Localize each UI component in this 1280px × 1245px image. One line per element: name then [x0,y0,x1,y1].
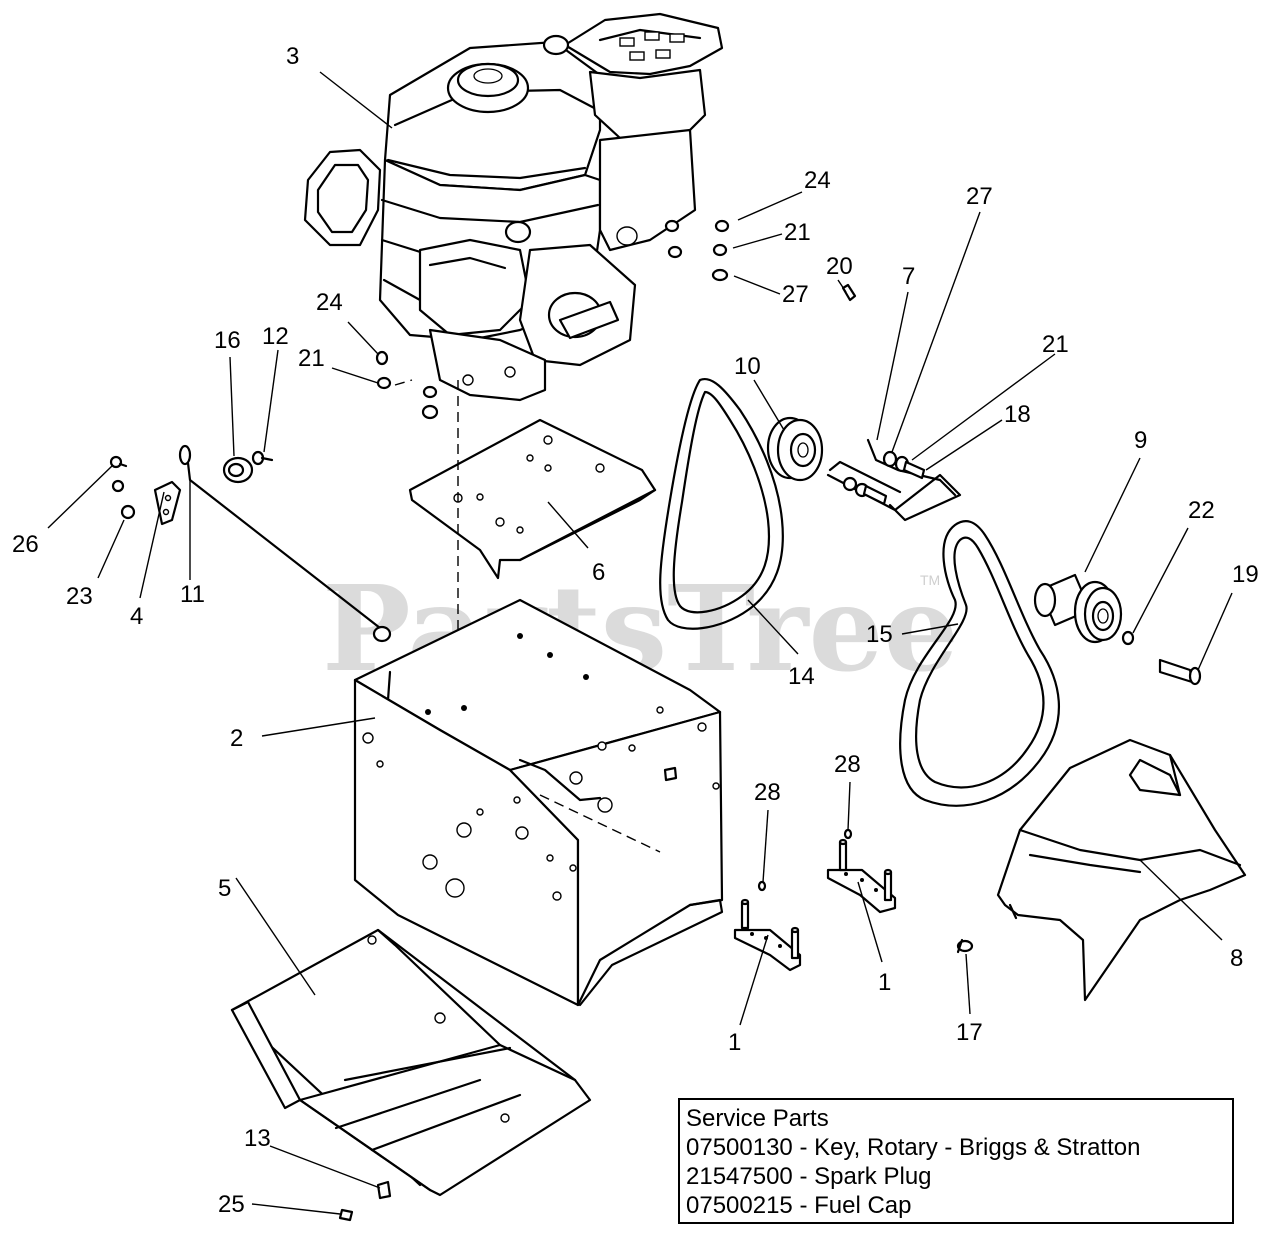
service-parts-title: Service Parts [686,1105,829,1132]
callout-22: 22 [1188,497,1215,524]
callout-8: 8 [1230,945,1243,972]
engine-mount-plate-6 [408,418,657,580]
belt-14 [659,377,784,630]
callout-11: 11 [180,581,205,608]
pulley-9 [1033,573,1123,644]
belt-15 [899,520,1060,807]
callout-15: 15 [866,621,893,648]
callout-10: 10 [734,353,761,380]
frame-housing-2 [353,598,724,1007]
callout-26: 26 [12,531,39,558]
callout-13: 13 [244,1125,271,1152]
callout-16: 16 [214,327,241,354]
callout-21-b: 21 [1042,331,1069,358]
screw-13-25 [338,1180,392,1222]
hardware-right-engine [664,219,730,282]
callout-3: 3 [286,43,299,70]
callout-7: 7 [902,263,915,290]
callout-2: 2 [230,725,243,752]
callout-25: 25 [218,1191,245,1218]
watermark-tm: TM [920,572,940,588]
bracket-4 [153,480,182,526]
hardware-left-engine [375,350,439,420]
leader-lines [47,71,1233,1215]
stud-plate-1-right [826,838,897,914]
callout-6: 6 [592,559,605,586]
service-part-key: 07500130 - Key, Rotary - Briggs & Stratt… [686,1134,1141,1161]
callout-23: 23 [66,583,93,610]
callout-4: 4 [130,603,143,630]
callout-24-b: 24 [316,289,343,316]
screw-12 [251,450,274,466]
callout-17: 17 [956,1019,983,1046]
callout-14: 14 [788,663,815,690]
callout-18: 18 [1004,401,1031,428]
pin-19 [1121,630,1202,686]
hardware-17 [956,938,974,954]
service-part-fuel-cap: 07500215 - Fuel Cap [686,1192,912,1219]
callout-27-b: 27 [782,281,809,308]
service-part-spark-plug: 21547500 - Spark Plug [686,1163,932,1190]
grommet-16 [222,456,254,484]
callout-21-c: 21 [298,345,325,372]
callout-5: 5 [218,875,231,902]
callout-28: 28 [754,779,781,806]
cable-11 [178,444,392,643]
pulley-10 [766,416,824,482]
stud-plate-1-left [733,898,802,972]
belt-guard-8 [996,738,1247,1002]
callout-19: 19 [1232,561,1259,588]
nut-23 [120,504,136,520]
bottom-cover-5 [230,928,592,1197]
callout-12: 12 [262,323,289,350]
callout-28-b: 28 [834,751,861,778]
service-parts-box: Service Parts 07500130 - Key, Rotary - B… [678,1098,1234,1224]
callout-20: 20 [826,253,853,280]
callout-1-b: 1 [878,969,891,996]
callout-24: 24 [804,167,831,194]
engine-part-3 [303,12,724,402]
callout-9: 9 [1134,427,1147,454]
callout-21: 21 [784,219,811,246]
callout-1: 1 [728,1029,741,1056]
callout-labels: 3 24 21 27 27 20 7 21 18 10 9 22 19 24 2… [12,43,1259,1218]
callout-27: 27 [966,183,993,210]
screw-26 [109,455,128,493]
idler-bracket-7 [826,283,962,522]
